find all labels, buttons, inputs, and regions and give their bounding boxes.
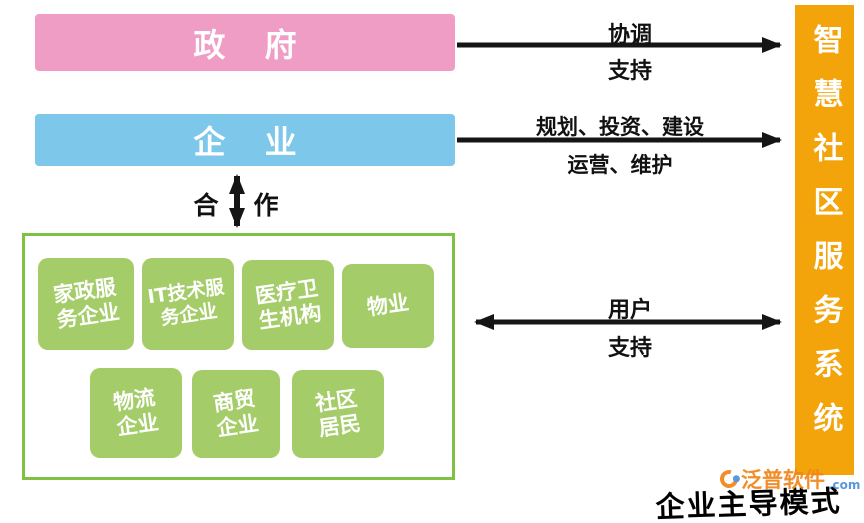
government-bar-label: 政 府 <box>193 25 311 64</box>
partners-box: 家政服 务企业 IT技术服 务企业 医疗卫 生机构 物业 物流 企业 商贸 企业… <box>22 233 455 480</box>
ent-arrow-top-label: 规划、投资、建设 <box>536 115 704 139</box>
watermark: 泛普软件 .com <box>716 464 861 494</box>
partner-tile-logistics: 物流 企业 <box>90 368 182 458</box>
fanpu-logo-icon <box>716 466 742 492</box>
partner-tile-housekeeping: 家政服 务企业 <box>38 258 134 350</box>
government-bar: 政 府 <box>35 14 455 71</box>
partner-tile-label: 家政服 务企业 <box>51 274 121 333</box>
partner-tile-label: 物业 <box>365 290 411 321</box>
gov-arrow-bottom-label: 支持 <box>607 59 652 84</box>
watermark-suffix: .com <box>828 478 861 492</box>
cooperation-label-right: 作 <box>253 191 279 220</box>
partners-arrow-bottom-label: 支持 <box>607 336 652 361</box>
partner-tile-commerce: 商贸 企业 <box>192 370 280 458</box>
gov-arrow-top-label: 协调 <box>607 23 652 48</box>
enterprise-bar: 企 业 <box>35 114 455 166</box>
partner-tile-medical: 医疗卫 生机构 <box>242 260 334 350</box>
partners-arrow-top-label: 用户 <box>607 298 652 323</box>
system-bar-label: 智慧社区服务系统 <box>807 24 843 456</box>
partner-tile-label: 物流 企业 <box>111 385 161 440</box>
enterprise-bar-label: 企 业 <box>193 123 311 161</box>
partner-tile-label: IT技术服 务企业 <box>146 276 227 330</box>
partner-tile-it-service: IT技术服 务企业 <box>142 258 234 350</box>
cooperation-label-left: 合 <box>193 191 219 220</box>
partner-tile-label: 商贸 企业 <box>211 386 261 441</box>
partner-tile-residents: 社区 居民 <box>292 370 384 458</box>
partner-tile-property: 物业 <box>342 264 434 348</box>
watermark-brand: 泛普软件 <box>741 468 825 492</box>
partner-tile-label: 社区 居民 <box>313 386 363 441</box>
ent-arrow-bottom-label: 运营、维护 <box>567 153 673 177</box>
partner-tile-label: 医疗卫 生机构 <box>253 275 323 334</box>
smart-community-system-bar: 智慧社区服务系统 <box>795 5 854 475</box>
